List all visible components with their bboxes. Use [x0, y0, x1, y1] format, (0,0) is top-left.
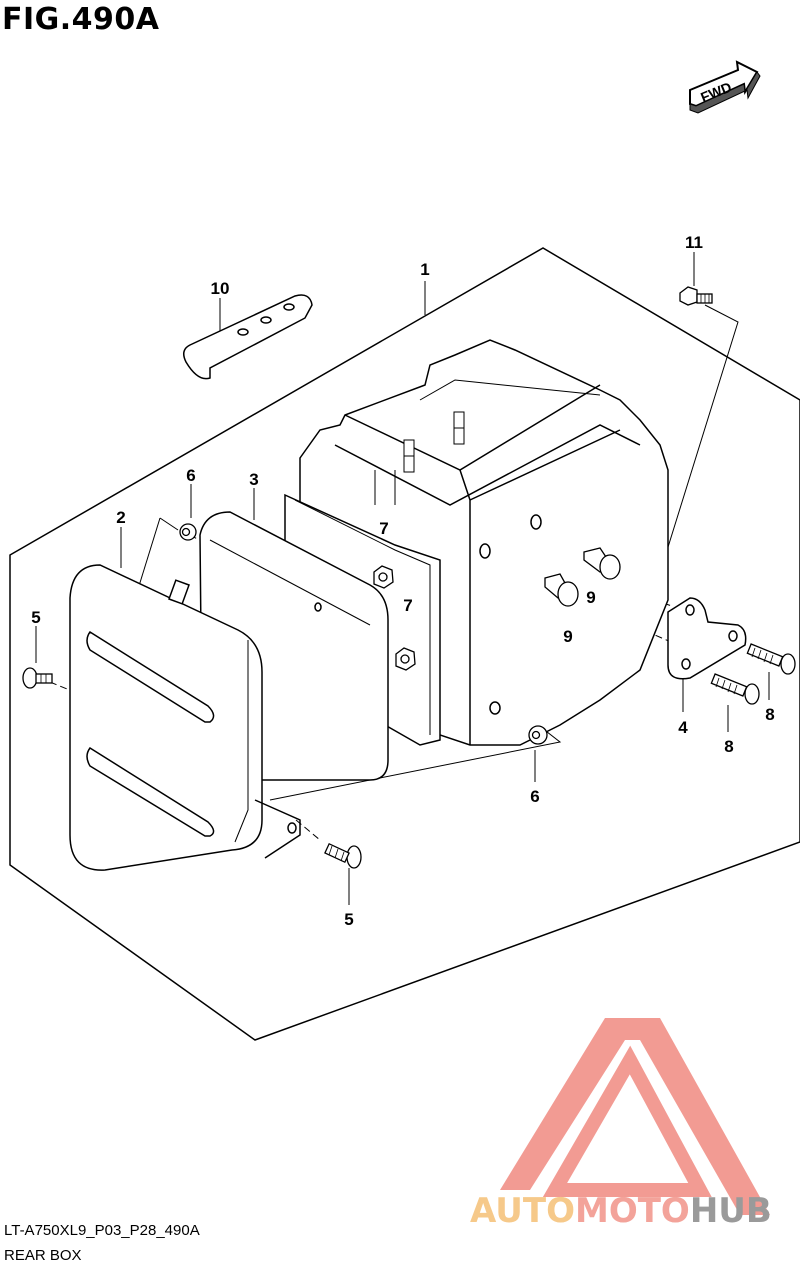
callout-7b: 7 [403, 596, 412, 615]
callout-8b: 8 [724, 737, 733, 756]
figure-code: LT-A750XL9_P03_P28_490A [4, 1222, 200, 1239]
callout-7a: 7 [379, 519, 388, 538]
callout-1: 1 [420, 260, 429, 279]
nut-7a [373, 565, 394, 589]
callout-3: 3 [249, 470, 258, 489]
watermark-triangle-icon [500, 1018, 770, 1215]
figure-caption: REAR BOX [4, 1247, 82, 1264]
screw-5b [324, 842, 362, 869]
bolt-8a [746, 643, 796, 675]
handle-strip [183, 294, 313, 380]
lid-cover [69, 564, 301, 871]
callout-9a: 9 [586, 588, 595, 607]
callout-4: 4 [678, 718, 688, 737]
watermark-triangle-inner-icon [542, 1045, 712, 1197]
callout-2: 2 [116, 508, 125, 527]
automotohub-watermark: AUTOMOTOHUB [470, 1018, 772, 1231]
screw-5a [22, 667, 53, 689]
grommet-6a [179, 523, 197, 541]
fwd-arrow-badge: FWD [689, 60, 761, 114]
callout-11: 11 [685, 233, 703, 252]
callout-5b: 5 [344, 910, 353, 929]
assembly-outline [9, 247, 800, 1041]
callout-labels: 1 2 3 4 5 5 6 6 7 7 8 8 9 9 10 11 [31, 233, 774, 929]
watermark-wordmark: AUTOMOTOHUB [470, 1191, 772, 1231]
bracket [667, 597, 747, 680]
callout-9b: 9 [563, 627, 572, 646]
spacer-9a [583, 547, 621, 580]
bolt-8b [710, 673, 760, 705]
callout-10: 10 [211, 279, 230, 298]
bolt-11 [679, 286, 713, 306]
spacer-9b [544, 573, 579, 607]
grommet-6b [528, 725, 548, 745]
callout-6b: 6 [530, 787, 539, 806]
callout-5a: 5 [31, 608, 40, 627]
callout-6a: 6 [186, 466, 195, 485]
nut-7b [395, 647, 416, 671]
fasteners [22, 286, 796, 869]
figure-title: FIG.490A [2, 2, 160, 37]
callout-8a: 8 [765, 705, 774, 724]
